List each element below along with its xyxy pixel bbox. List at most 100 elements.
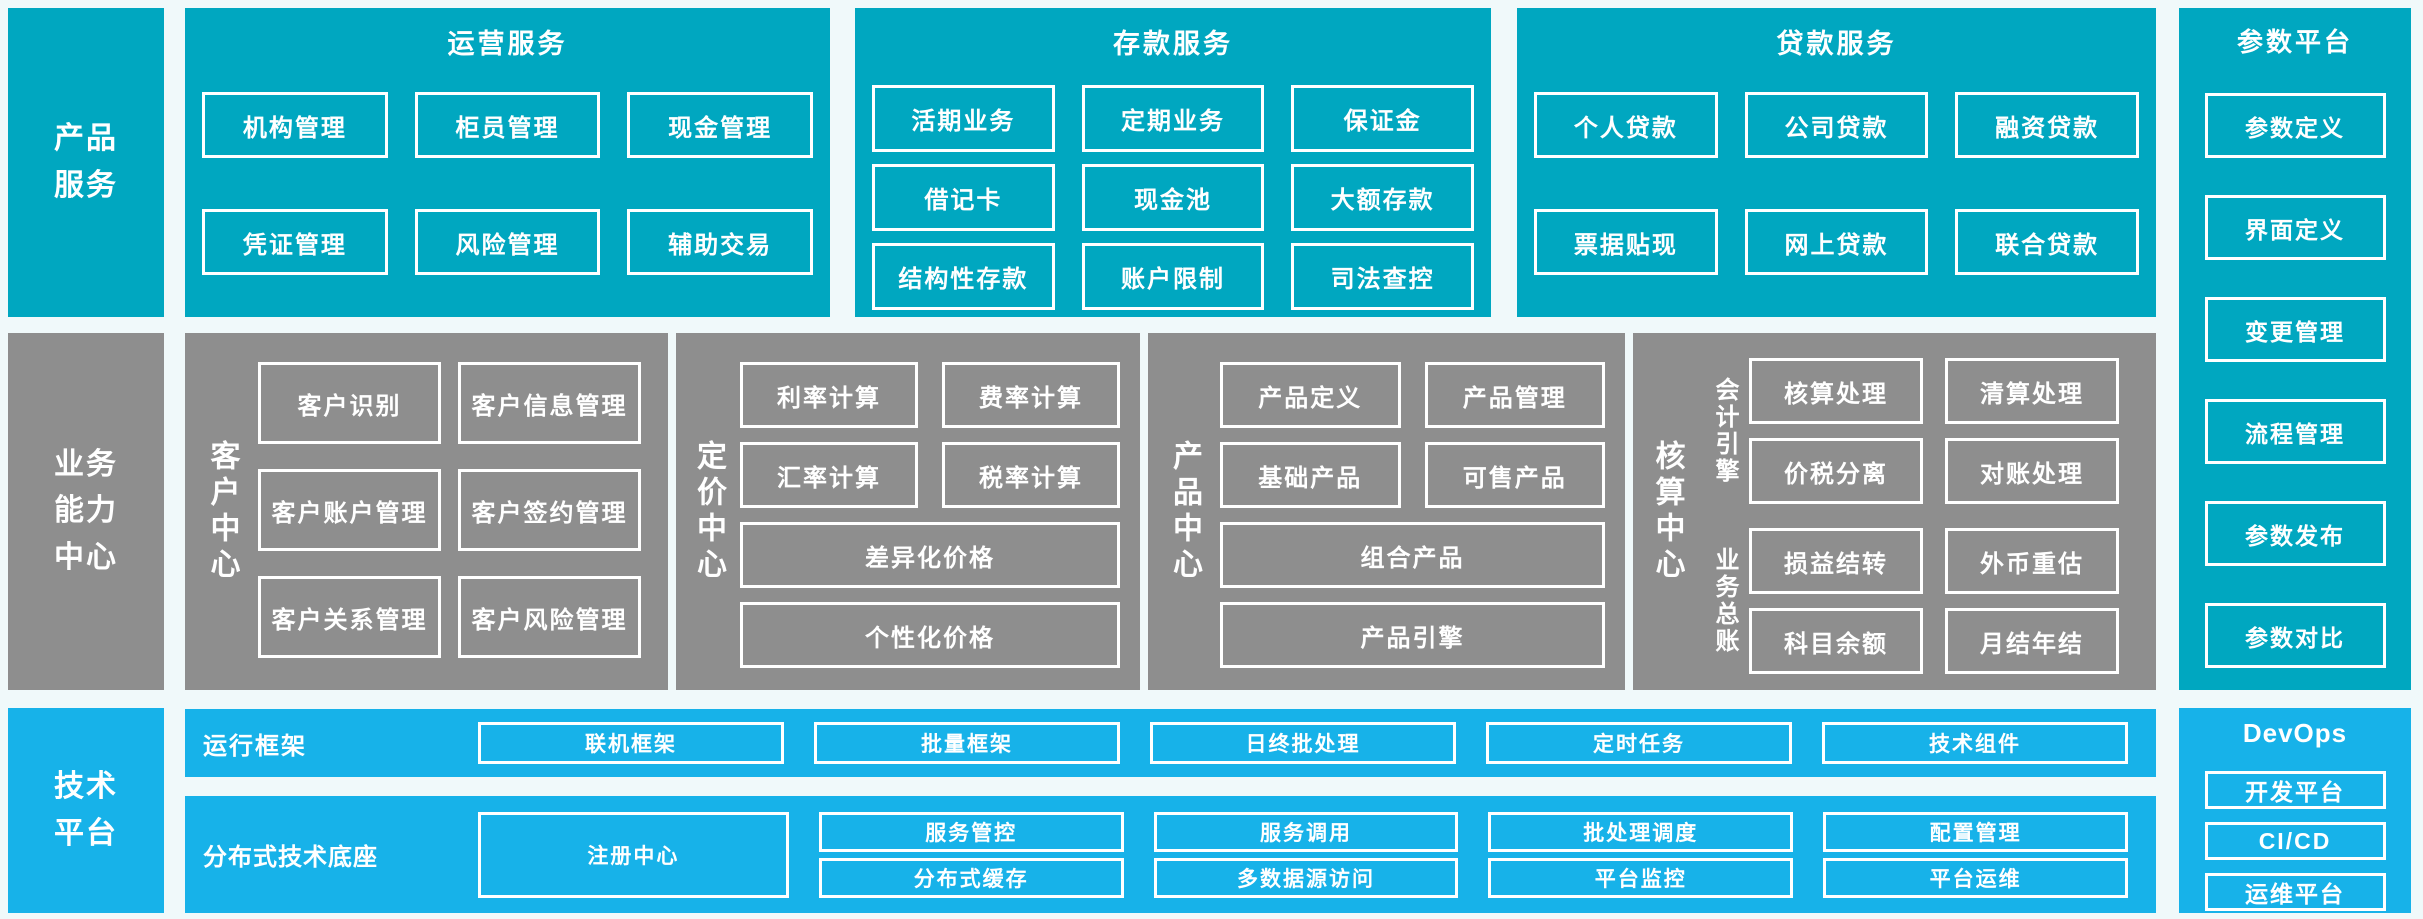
diagram-box: 配置管理 [1823,811,2128,852]
diagram-box: 平台运维 [1823,857,2128,898]
diagram-box: 产品管理 [1424,362,1605,428]
diagram-box: 服务管控 [818,811,1124,852]
section-devops: DevOps 开发平台 CI/CD 运维平台 [2179,708,2411,913]
diagram-box: 账户限制 [1081,243,1265,310]
section-operations: 运营服务 机构管理 柜员管理 现金管理 凭证管理 风险管理 辅助交易 [185,8,830,317]
diagram-box: 技术组件 [1822,722,2128,764]
diagram-box: 个性化价格 [740,602,1120,668]
diagram-box: 变更管理 [2204,297,2386,362]
diagram-box: 税率计算 [942,442,1120,508]
sidebar-product-services: 产品 服务 [8,8,164,317]
diagram-box: 客户风险管理 [458,576,641,658]
diagram-box: 利率计算 [740,362,918,428]
diagram-box: 参数定义 [2204,93,2386,158]
section-distributed-base: 分布式技术底座 注册中心 服务管控 分布式缓存 服务调用 多数据源访问 批处理调… [185,796,2156,913]
diagram-box: 核算处理 [1749,358,1923,424]
distributed-stack: 批处理调度 平台监控 [1488,811,1794,898]
section-deposits: 存款服务 活期业务 定期业务 保证金 借记卡 现金池 大额存款 结构性存款 账户… [855,8,1491,317]
accounting-groups: 会计引擎 核算处理 清算处理 价税分离 对账处理 业务总账 损益结转 外币重估 … [1700,333,2156,690]
label-business-ledger: 业务总账 [1711,547,1738,655]
diagram-box: 运维平台 [2204,873,2386,911]
diagram-box: 分布式缓存 [818,857,1124,898]
distributed-stack: 配置管理 平台运维 [1823,811,2128,898]
diagram-box: 客户账户管理 [258,469,441,551]
label-product-center: 产品中心 [1168,439,1201,584]
diagram-box: 平台监控 [1488,857,1794,898]
customer-center-grid: 客户识别 客户信息管理 客户账户管理 客户签约管理 客户关系管理 客户风险管理 [258,333,668,690]
section-accounting-center: 核算中心 会计引擎 核算处理 清算处理 价税分离 对账处理 业务总账 损 [1633,333,2156,690]
diagram-box: 网上贷款 [1744,209,1929,275]
diagram-box: 日终批处理 [1150,722,1456,764]
distributed-stack: 服务调用 多数据源访问 [1153,811,1459,898]
diagram-box: 可售产品 [1424,442,1605,508]
diagram-box: 产品定义 [1220,362,1401,428]
business-ledger-group: 业务总账 损益结转 外币重估 科目余额 月结年结 [1700,528,2119,674]
diagram-box: 定时任务 [1486,722,1792,764]
diagram-box: 组合产品 [1220,522,1605,588]
diagram-box: 保证金 [1291,85,1474,152]
diagram-box: 联机框架 [478,722,784,764]
diagram-box: 结构性存款 [872,243,1055,310]
diagram-box: 客户签约管理 [458,469,641,551]
section-param-platform: 参数平台 参数定义 界面定义 变更管理 流程管理 参数发布 参数对比 [2179,8,2411,690]
diagram-box: 公司贷款 [1744,92,1929,158]
diagram-box: 产品引擎 [1220,602,1605,668]
section-product-center: 产品中心 产品定义 产品管理 基础产品 可售产品 组合产品 产品引擎 [1148,333,1625,690]
diagram-box: 现金管理 [627,92,813,158]
diagram-box: 对账处理 [1945,438,2119,504]
diagram-box: 票据贴现 [1534,209,1718,275]
diagram-box: 客户识别 [258,362,441,444]
section-pricing-center: 定价中心 利率计算 费率计算 汇率计算 税率计算 差异化价格 个性化价格 [676,333,1140,690]
label-accounting-center: 核算中心 [1650,439,1684,584]
diagram-box: 批处理调度 [1488,811,1794,852]
diagram-box: 参数发布 [2204,501,2386,566]
diagram-box: 清算处理 [1945,358,2119,424]
diagram-box: CI/CD [2204,822,2386,860]
deposits-grid: 活期业务 定期业务 保证金 借记卡 现金池 大额存款 结构性存款 账户限制 司法… [872,85,1474,310]
diagram-box: 大额存款 [1291,164,1474,231]
diagram-box: 联合贷款 [1955,209,2139,275]
diagram-box: 活期业务 [872,85,1055,152]
section-runtime-framework: 运行框架 联机框架 批量框架 日终批处理 定时任务 技术组件 [185,709,2156,777]
section-title-deposits: 存款服务 [1113,29,1233,59]
section-title-operations: 运营服务 [447,29,568,59]
diagram-box: 费率计算 [942,362,1120,428]
label-runtime-framework: 运行框架 [203,732,307,760]
sidebar-business-capability: 业务 能力 中心 [8,333,164,690]
accounting-engine-group: 会计引擎 核算处理 清算处理 价税分离 对账处理 [1700,358,2119,504]
diagram-box: 辅助交易 [627,209,813,275]
diagram-box: 个人贷款 [1534,92,1718,158]
diagram-box: 批量框架 [814,722,1120,764]
label-customer-center: 客户中心 [205,439,239,584]
diagram-box: 汇率计算 [740,442,918,508]
diagram-box: 损益结转 [1749,528,1923,594]
section-title-loans: 贷款服务 [1776,29,1897,59]
diagram-box: 客户信息管理 [458,362,641,444]
diagram-box: 外币重估 [1945,528,2119,594]
section-title-param-platform: 参数平台 [2236,27,2353,57]
section-title-devops: DevOps [2242,718,2348,748]
diagram-box: 服务调用 [1153,811,1459,852]
product-center-grid: 产品定义 产品管理 基础产品 可售产品 组合产品 产品引擎 [1220,333,1625,690]
diagram-box: 凭证管理 [202,209,388,275]
label-pricing-center: 定价中心 [692,439,725,584]
diagram-box: 客户关系管理 [258,576,441,658]
diagram-box: 柜员管理 [414,92,601,158]
label-distributed-base: 分布式技术底座 [203,844,378,871]
section-customer-center: 客户中心 客户识别 客户信息管理 客户账户管理 客户签约管理 客户关系管理 客户… [185,333,668,690]
diagram-box: 科目余额 [1749,608,1923,674]
diagram-box: 参数对比 [2204,603,2386,668]
diagram-box: 基础产品 [1220,442,1401,508]
diagram-box: 多数据源访问 [1153,857,1459,898]
diagram-box: 风险管理 [414,209,601,275]
loans-grid: 个人贷款 公司贷款 融资贷款 票据贴现 网上贷款 联合贷款 [1534,92,2139,275]
diagram-box: 借记卡 [872,164,1055,231]
sidebar-tech-platform: 技术 平台 [8,708,164,913]
diagram-box: 司法查控 [1291,243,1474,310]
diagram-box: 流程管理 [2204,399,2386,464]
diagram-box: 月结年结 [1945,608,2119,674]
pricing-center-grid: 利率计算 费率计算 汇率计算 税率计算 差异化价格 个性化价格 [740,333,1140,690]
diagram-box: 现金池 [1081,164,1265,231]
diagram-box: 界面定义 [2204,195,2386,260]
section-loans: 贷款服务 个人贷款 公司贷款 融资贷款 票据贴现 网上贷款 联合贷款 [1517,8,2156,317]
